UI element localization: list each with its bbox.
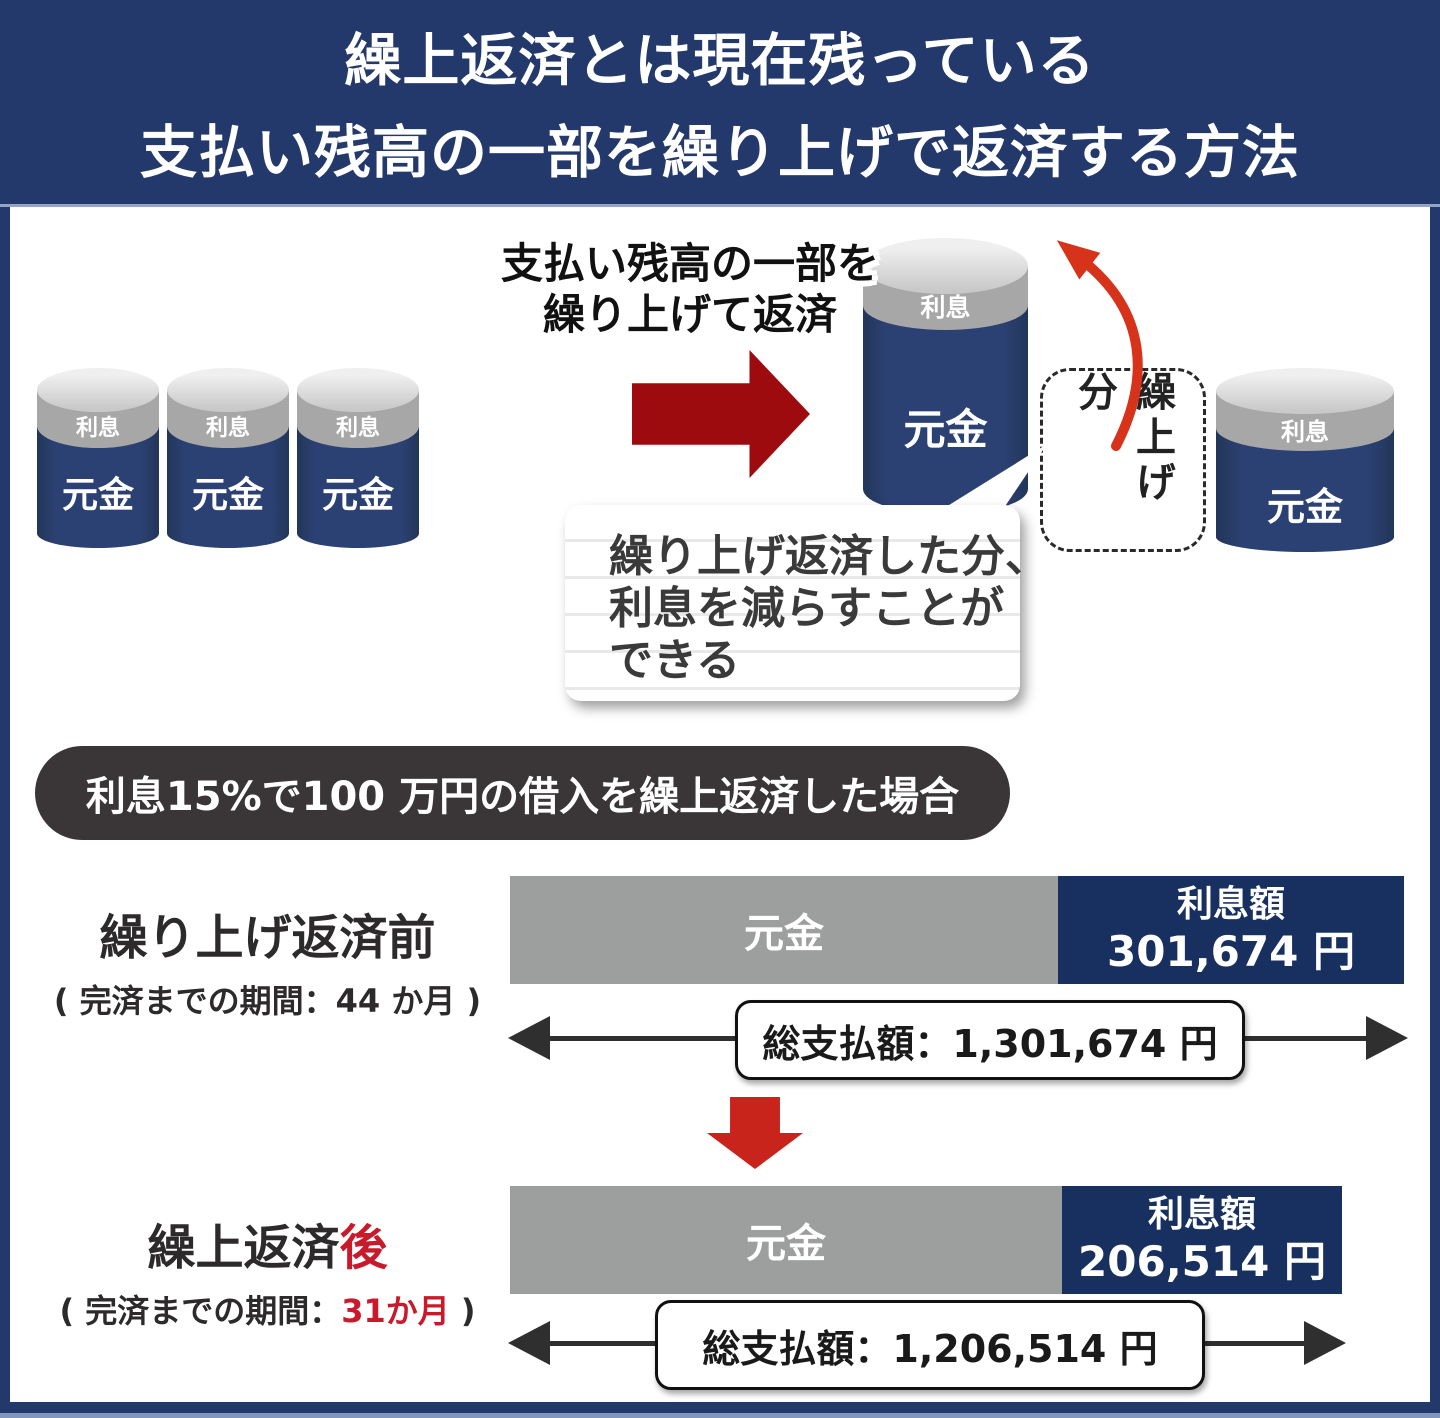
cylinder-top-cap: [863, 238, 1028, 294]
principal-label: 元金: [1266, 485, 1343, 529]
cylinder-top-cap: [1216, 368, 1394, 414]
interest-value: 206,514 円: [1078, 1237, 1326, 1286]
before-row-label: 繰り上げ返済前 ( 完済までの期間：44 か月 ): [15, 898, 520, 1022]
principal-label: 元金: [321, 475, 394, 516]
principal-label: 元金: [191, 475, 264, 516]
after-principal-bar: 元金: [510, 1186, 1062, 1294]
cylinder-payment-2: 利息 元金: [167, 368, 289, 548]
cylinder-payment-1: 利息 元金: [37, 368, 159, 548]
interest-value: 301,674 円: [1107, 927, 1355, 976]
interest-label: 利息: [1281, 418, 1329, 446]
down-arrow-icon: [707, 1097, 803, 1169]
frame-border-bottom-light: [0, 1413, 1440, 1418]
after-label: 繰上返済後: [15, 1208, 520, 1278]
after-total-box: 総支払額：1,206,514 円: [655, 1300, 1205, 1390]
after-label-prefix: 繰上返済: [147, 1220, 340, 1276]
interest-label: 利息: [205, 416, 250, 441]
interest-title: 利息額: [1147, 1194, 1256, 1235]
bubble-line2: 利息を減らすことが: [609, 583, 1005, 634]
frame-border-right: [1430, 207, 1440, 1418]
bubble-line3: できる: [609, 635, 741, 686]
header-underline: [0, 204, 1440, 207]
before-period: ( 完済までの期間：44 か月 ): [53, 982, 482, 1020]
before-total-box: 総支払額：1,301,674 円: [735, 1000, 1245, 1080]
after-interest-bar: 利息額 206,514 円: [1062, 1186, 1342, 1294]
principal-label: 元金: [61, 475, 134, 516]
cylinder-payment-right: 利息 元金: [1216, 368, 1394, 552]
right-arrow-icon: [632, 350, 810, 478]
principal-label: 元金: [744, 911, 824, 957]
interest-label: 利息: [75, 416, 120, 441]
after-period: ( 完済までの期間：31か月 ): [15, 1286, 520, 1332]
after-period-highlight: 31か月: [341, 1292, 450, 1330]
prepay-hint-line2: 繰り上げて返済: [542, 290, 837, 339]
after-period-prefix: ( 完済までの期間：: [59, 1292, 342, 1330]
frame-border-bottom: [0, 1402, 1440, 1413]
principal-label: 元金: [746, 1221, 826, 1267]
after-total-label: 総支払額：1,206,514 円: [702, 1326, 1158, 1371]
cylinder-top-cap: [37, 368, 159, 412]
page-title-line2: 支払い残高の一部を繰り上げで返済する方法: [140, 120, 1300, 186]
after-label-highlight: 後: [339, 1220, 388, 1276]
prepaid-portion-box: 繰上げ分: [1040, 368, 1206, 552]
bubble-line1: 繰り上げ返済した分、: [609, 531, 1049, 582]
prepaid-portion-label: 繰上げ分: [1071, 371, 1175, 506]
before-principal-bar: 元金: [510, 876, 1058, 984]
before-interest-bar: 利息額 301,674 円: [1058, 876, 1404, 984]
prepay-hint-line1: 支払い残高の一部を: [500, 239, 879, 288]
before-label: 繰り上げ返済前: [99, 910, 436, 966]
after-row-label: 繰上返済後 ( 完済までの期間：31か月 ): [15, 1208, 520, 1332]
interest-title: 利息額: [1176, 884, 1285, 925]
after-period-suffix: ): [449, 1292, 476, 1330]
interest-label: 利息: [920, 293, 971, 322]
cylinder-payment-3: 利息 元金: [297, 368, 419, 548]
speech-bubble: 繰り上げ返済した分、 利息を減らすことが できる: [565, 505, 1049, 701]
page-title-line1: 繰上返済とは現在残っている: [344, 28, 1096, 94]
interest-label: 利息: [335, 416, 380, 441]
before-total-label: 総支払額：1,301,674 円: [762, 1021, 1218, 1066]
cylinder-prepaid-tall: 利息 元金: [863, 238, 1028, 514]
prepay-hint-text: 支払い残高の一部を 繰り上げて返済: [475, 238, 905, 340]
cylinder-top-cap: [297, 368, 419, 412]
example-case-text: 利息15%で100 万円の借入を繰上返済した場合: [85, 774, 960, 820]
right-arrowhead-icon: [1366, 1016, 1408, 1060]
cylinder-top-cap: [167, 368, 289, 412]
right-arrowhead-icon: [1304, 1321, 1346, 1365]
header-banner: 繰上返済とは現在残っている 支払い残高の一部を繰り上げで返済する方法: [0, 0, 1440, 204]
principal-label: 元金: [903, 405, 988, 454]
example-case-banner: 利息15%で100 万円の借入を繰上返済した場合: [35, 746, 1010, 840]
frame-border-left: [0, 207, 10, 1418]
